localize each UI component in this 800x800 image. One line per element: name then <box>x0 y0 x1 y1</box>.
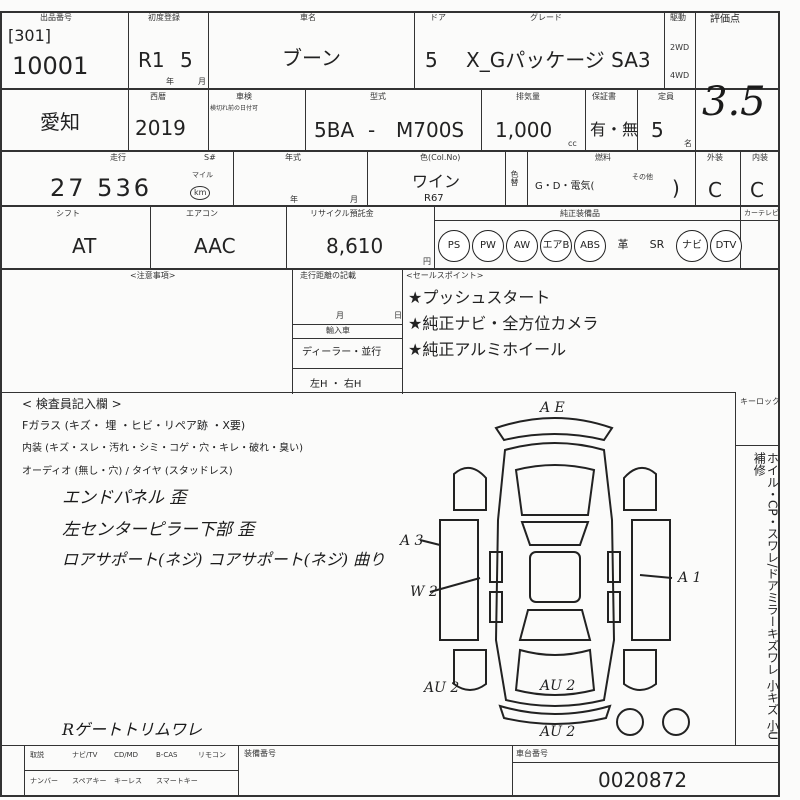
year: 2019 <box>135 116 186 140</box>
equipment-6: SR <box>649 238 665 251</box>
rule-2 <box>0 150 780 152</box>
mark-a1: A 1 <box>676 570 701 586</box>
mark-a3: A 3 <box>398 533 424 549</box>
rule-bottom <box>0 795 780 797</box>
capacity: 5 <box>651 118 664 142</box>
color: ワイン <box>412 172 461 191</box>
rule-3 <box>0 205 780 207</box>
equipment-1: PW <box>472 230 504 262</box>
inspector-line-2: 内装 (キズ・スレ・汚れ・シミ・コゲ・穴・キレ・破れ・臭い) <box>22 443 303 454</box>
legend: ホイル・CP・スワレ/ドアミラーキズワレ 小キズ 小U 補修 <box>752 452 780 741</box>
km-unit: km <box>190 186 211 200</box>
equipment-5: 革 <box>617 238 629 251</box>
car-name: ブーン <box>282 46 341 70</box>
region: 愛知 <box>40 110 80 134</box>
ac: AAC <box>194 234 236 258</box>
mileage: 27 536 <box>50 174 152 202</box>
equipment-8: DTV <box>710 230 742 262</box>
option-5: ナンバー <box>30 777 58 785</box>
option-8: スマートキー <box>156 777 198 785</box>
hand-note-1: エンドパネル 歪 <box>62 488 187 508</box>
mark-au2-left: AU 2 <box>422 680 459 696</box>
doors: 5 <box>425 48 438 72</box>
inspector-line-1: Fガラス (キズ・ 埋 ・ヒビ・リペア跡 ・X要) <box>22 419 246 432</box>
option-7: キーレス <box>114 777 142 785</box>
rule-left <box>0 11 2 797</box>
mark-w2: W 2 <box>410 584 438 600</box>
inspector-line-3: オーディオ (無し・穴) / タイヤ (スタッドレス) <box>22 466 233 477</box>
door-label: ドア <box>430 13 446 22</box>
fuel: G・D・電気( <box>535 181 595 192</box>
equipment-4: ABS <box>574 230 606 262</box>
model-code: M700S <box>396 118 465 142</box>
rule-1 <box>0 88 780 90</box>
equipment-3: エアB <box>540 230 572 262</box>
rule-right <box>778 11 780 797</box>
reg-month: 5 <box>180 48 193 72</box>
lot-label: 出品番号 <box>40 13 72 22</box>
name-label: 車名 <box>300 13 316 22</box>
option-1: ナビ/TV <box>72 751 98 759</box>
reg-label: 初度登録 <box>148 13 180 22</box>
ext-grade: C <box>708 178 722 202</box>
sales-point-1: ★プッシュスタート <box>408 288 551 307</box>
shift: AT <box>72 234 97 258</box>
equipment-0: PS <box>438 230 470 262</box>
rule-4 <box>0 268 780 270</box>
score-label: 評価点 <box>710 14 740 25</box>
equipment-7: ナビ <box>676 230 708 262</box>
warranty: 有・無 <box>590 120 639 139</box>
equipment-2: AW <box>506 230 538 262</box>
model-prefix: 5BA <box>314 118 355 142</box>
import-value: ディーラー・並行 <box>302 347 382 358</box>
lot-prefix: [301] <box>8 26 52 45</box>
hand-note-2: 左センターピラー下部 歪 <box>62 520 255 540</box>
displacement: 1,000 <box>495 118 553 142</box>
option-6: スペアキー <box>72 777 107 785</box>
grade-label: グレード <box>530 13 562 22</box>
mark-au2-center: AU 2 <box>538 678 575 694</box>
rule-6 <box>0 745 780 746</box>
color-code: R67 <box>424 193 444 204</box>
option-2: CD/MD <box>114 751 139 759</box>
option-3: B-CAS <box>156 751 178 759</box>
rule-5 <box>0 392 735 393</box>
inspector-title: < 検査員記入欄 > <box>22 397 122 411</box>
score: 3.5 <box>702 79 766 125</box>
int-grade: C <box>750 178 764 202</box>
grade: X_Gパッケージ SA3 <box>466 48 651 72</box>
recycle: 8,610 <box>326 234 384 258</box>
sales-point-3: ★純正アルミホイール <box>408 340 567 359</box>
steering: 左H ・ 右H <box>310 379 362 390</box>
hand-note-3: ロアサポート(ネジ) コアサポート(ネジ) 曲り <box>62 550 386 569</box>
sales-point-2: ★純正ナビ・全方位カメラ <box>408 314 599 333</box>
option-4: リモコン <box>198 751 226 759</box>
reg-era: R1 <box>138 48 165 72</box>
serial-number: 0020872 <box>598 768 688 792</box>
option-0: 取説 <box>30 751 44 759</box>
lot-number: 10001 <box>12 52 89 80</box>
rule-top <box>0 11 780 13</box>
mark-au2-rear: AU 2 <box>538 724 575 740</box>
drive-label: 駆動 <box>670 13 686 22</box>
bottom-note: Rゲートトリムワレ <box>62 720 203 739</box>
mark-ae: A E <box>538 400 565 416</box>
